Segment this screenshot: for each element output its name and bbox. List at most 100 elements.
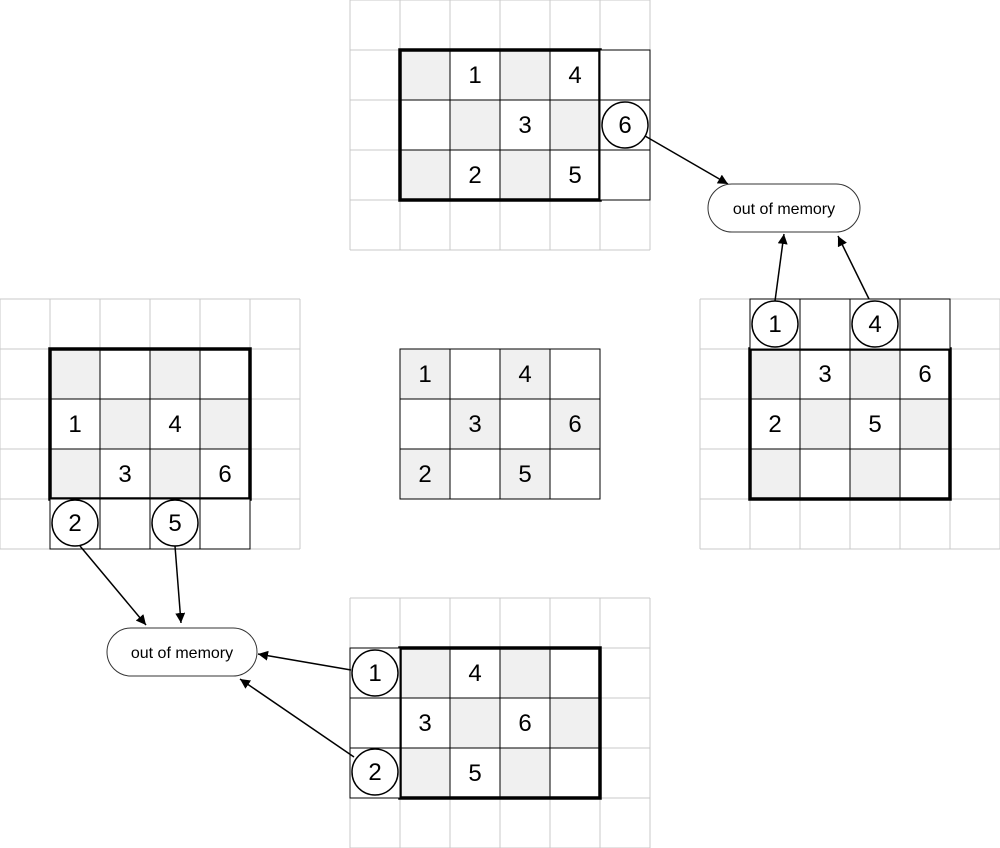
- array-cell: [49, 398, 101, 450]
- arrow-right-4-to-oom: [837, 235, 870, 300]
- cell-value: 5: [568, 162, 581, 189]
- array-cell: [549, 348, 601, 400]
- cell-value: 5: [468, 760, 481, 787]
- cell-value: 4: [518, 361, 531, 388]
- array-cell: [149, 398, 201, 450]
- array-cell: [799, 448, 851, 500]
- out-of-memory-label: out of memory: [733, 201, 835, 218]
- array-cell: [449, 647, 501, 699]
- cell-value: 6: [218, 461, 231, 488]
- array-cell: [499, 398, 551, 450]
- array-cell: [449, 99, 501, 151]
- array-cell: [449, 448, 501, 500]
- cell-value: 1: [68, 411, 81, 438]
- out-of-bounds-element: 1: [351, 649, 399, 697]
- cell-value: 6: [568, 411, 581, 438]
- out-of-bounds-element: 5: [151, 499, 199, 547]
- array-cell: [199, 448, 251, 500]
- array-cell: [399, 99, 451, 151]
- out-of-memory-top-right: out of memory: [707, 183, 861, 233]
- array-cell: [499, 448, 551, 500]
- cell-value: 4: [468, 660, 481, 687]
- cell-value: 3: [418, 710, 431, 737]
- array-cell: [149, 348, 201, 400]
- out-of-bounds-element: 2: [351, 748, 399, 796]
- arrow-left-5-to-oom: [174, 545, 186, 624]
- array-cell: [749, 398, 801, 450]
- cell-value: 6: [918, 361, 931, 388]
- array-cell: [399, 149, 451, 201]
- array-cell: [199, 398, 251, 450]
- error-arrows: [79, 135, 870, 758]
- out-of-bounds-value: 2: [68, 510, 81, 537]
- array-cell: [399, 398, 451, 450]
- cell-value: 5: [868, 411, 881, 438]
- array-cell: [399, 747, 451, 799]
- arrow-bottom-1-to-oom: [257, 650, 352, 671]
- array-cell: [749, 448, 801, 500]
- array-cell: [549, 697, 601, 749]
- overflow-cell: [199, 498, 251, 550]
- array-cell: [549, 398, 601, 450]
- out-of-bounds-value: 1: [368, 660, 381, 687]
- array-cell: [449, 348, 501, 400]
- out-of-bounds-element: 2: [51, 499, 99, 547]
- arrow-right-1-to-oom: [774, 233, 788, 302]
- array-cell: [549, 747, 601, 799]
- array-cell: [449, 747, 501, 799]
- out-of-bounds-value: 5: [168, 510, 181, 537]
- array-cell: [499, 49, 551, 101]
- cell-value: 2: [468, 162, 481, 189]
- array-cell: [549, 647, 601, 699]
- array-cell: [849, 398, 901, 450]
- cell-value: 2: [418, 461, 431, 488]
- overflow-cell: [599, 49, 651, 101]
- array-cell: [99, 398, 151, 450]
- out-of-bounds-element: 6: [601, 101, 649, 149]
- overflow-cell: [899, 298, 951, 350]
- out-of-bounds-element: 1: [751, 300, 799, 348]
- array-cell: [849, 448, 901, 500]
- arrow-bottom-2-to-oom: [239, 678, 355, 758]
- out-of-bounds-value: 2: [368, 759, 381, 786]
- arrow-top-6-to-oom: [644, 135, 729, 185]
- cell-value: 4: [168, 411, 181, 438]
- array-cell: [849, 348, 901, 400]
- array-cell: [99, 348, 151, 400]
- array-cell: [549, 448, 601, 500]
- cell-value: 1: [418, 361, 431, 388]
- out-of-bounds-value: 1: [768, 311, 781, 338]
- array-cell: [449, 697, 501, 749]
- overflow-cell: [799, 298, 851, 350]
- array-cell: [199, 348, 251, 400]
- out-of-memory-label: out of memory: [131, 645, 233, 662]
- right-shifted-array: 3 6 2 5: [748, 347, 952, 501]
- cell-value: 2: [768, 411, 781, 438]
- array-cell: [799, 398, 851, 450]
- array-cell: [499, 149, 551, 201]
- array-cell: [399, 647, 451, 699]
- array-cell: [499, 747, 551, 799]
- cell-value: 6: [518, 710, 531, 737]
- cell-value: 1: [468, 62, 481, 89]
- out-of-bounds-value: 6: [618, 112, 631, 139]
- cell-value: 3: [468, 411, 481, 438]
- cell-value: 3: [818, 361, 831, 388]
- array-cell: [899, 348, 951, 400]
- array-cell: [499, 647, 551, 699]
- array-cell: [149, 448, 201, 500]
- arrow-left-2-to-oom: [79, 545, 147, 626]
- out-of-memory-bottom-left: out of memory: [106, 627, 258, 677]
- array-cell: [899, 398, 951, 450]
- array-cell: [549, 99, 601, 151]
- cell-value: 3: [518, 112, 531, 139]
- array-cell: [549, 149, 601, 201]
- array-cell: [899, 448, 951, 500]
- array-cell: [749, 348, 801, 400]
- array-cell: [49, 448, 101, 500]
